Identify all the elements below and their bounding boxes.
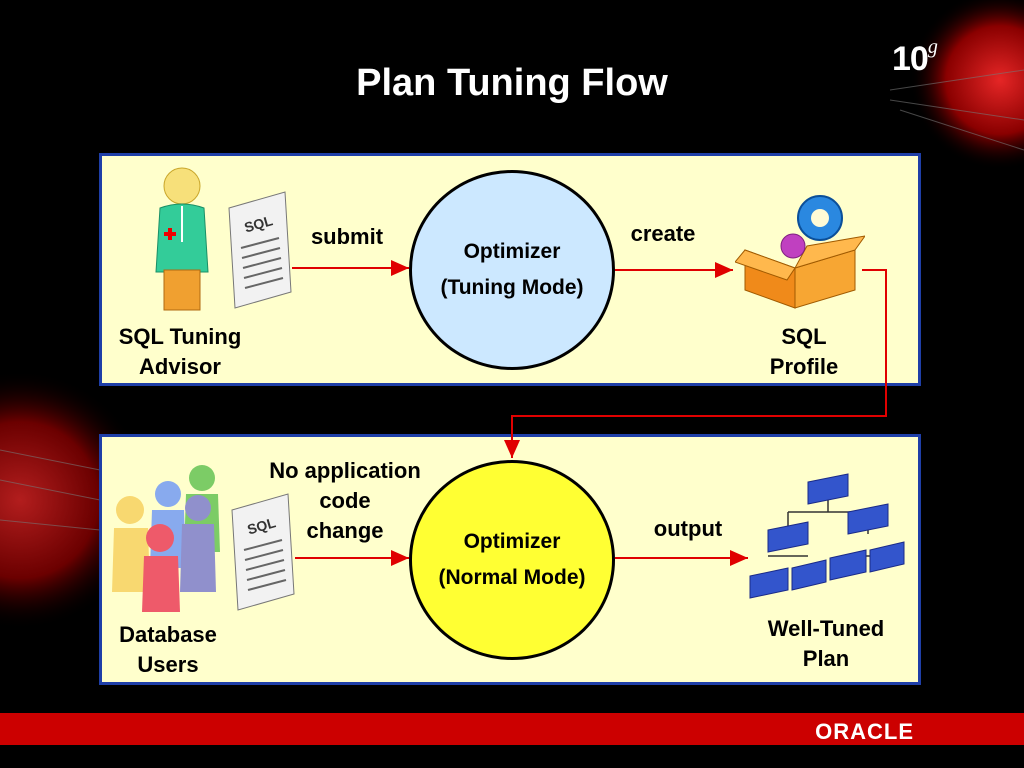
optimizer-normal-mode: Optimizer (Normal Mode) <box>409 460 615 660</box>
footer-bar <box>0 713 1024 745</box>
doctor-advisor-icon <box>155 167 209 311</box>
version-logo: 10g <box>892 36 938 78</box>
oracle-logo: ORACLE <box>815 719 914 744</box>
slide-title: Plan Tuning Flow <box>356 62 668 104</box>
profile-box-icon <box>735 195 865 309</box>
plan-tree-icon <box>749 473 905 599</box>
no-code-change-label: No application code change <box>269 458 421 543</box>
optimizer-tuning-mode: Optimizer (Tuning Mode) <box>409 170 615 370</box>
output-label: output <box>653 516 723 541</box>
database-users-icon <box>112 465 220 612</box>
sql-document-icon: SQL <box>228 191 292 309</box>
svg-text:SQL: SQL <box>245 514 278 537</box>
create-label: create <box>630 221 696 246</box>
submit-label: submit <box>310 224 384 249</box>
svg-text:SQL: SQL <box>242 212 275 235</box>
arrow-profile-to-normal <box>504 269 887 458</box>
sql-document-icon: SQL <box>231 493 295 611</box>
